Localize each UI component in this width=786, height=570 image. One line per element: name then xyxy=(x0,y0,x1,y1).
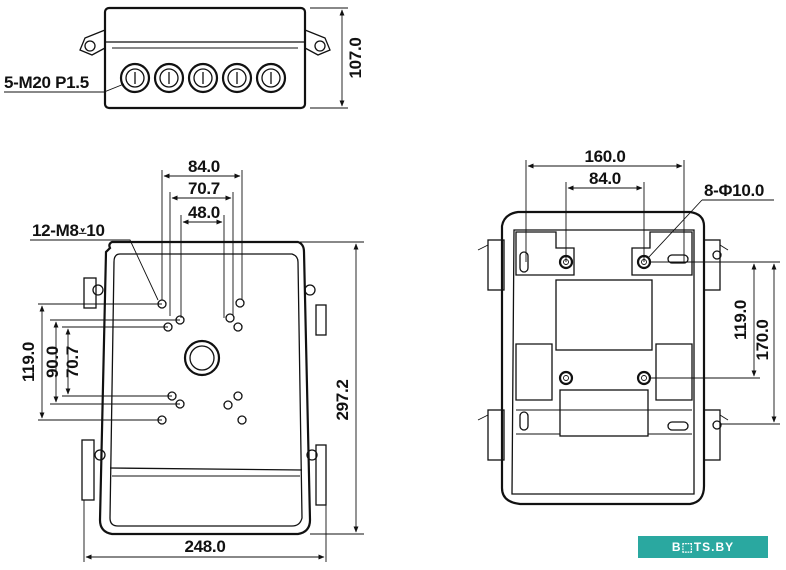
dim-90-label: 90.0 xyxy=(43,346,62,378)
watermark-logo: B⬚TS.BY xyxy=(638,536,768,558)
m8-holes xyxy=(157,298,247,425)
back-dim-160-label: 160.0 xyxy=(584,147,625,166)
cable-glands xyxy=(119,62,287,94)
back-dim-170-label: 170.0 xyxy=(753,319,772,360)
thread-label: 12-M8⩡10 xyxy=(32,221,105,240)
back-plate-view: 160.0 84.0 8-Φ10.0 119.0 170.0 xyxy=(477,147,780,506)
back-dim-84-label: 84.0 xyxy=(589,169,621,188)
dim-84-label: 84.0 xyxy=(188,157,220,176)
gland-label: 5-M20 P1.5 xyxy=(4,73,89,92)
dim-119-label: 119.0 xyxy=(19,342,38,382)
base-plate-view: 84.0 70.7 48.0 12-M8⩡10 119.0 90.0 70.7 … xyxy=(19,157,364,562)
top-view: 107.0 5-M20 P1.5 xyxy=(4,6,365,110)
back-dim-119-label: 119.0 xyxy=(731,300,750,340)
top-height-label: 107.0 xyxy=(346,37,365,78)
dim-48-label: 48.0 xyxy=(188,203,220,222)
mounting-holes xyxy=(519,251,689,431)
dim-248-label: 248.0 xyxy=(184,537,225,556)
dim-70-7-label: 70.7 xyxy=(188,179,220,198)
dim-297-2-label: 297.2 xyxy=(333,379,352,420)
dim-70-7-vertical-label: 70.7 xyxy=(63,346,82,378)
hole-label: 8-Φ10.0 xyxy=(704,181,764,200)
